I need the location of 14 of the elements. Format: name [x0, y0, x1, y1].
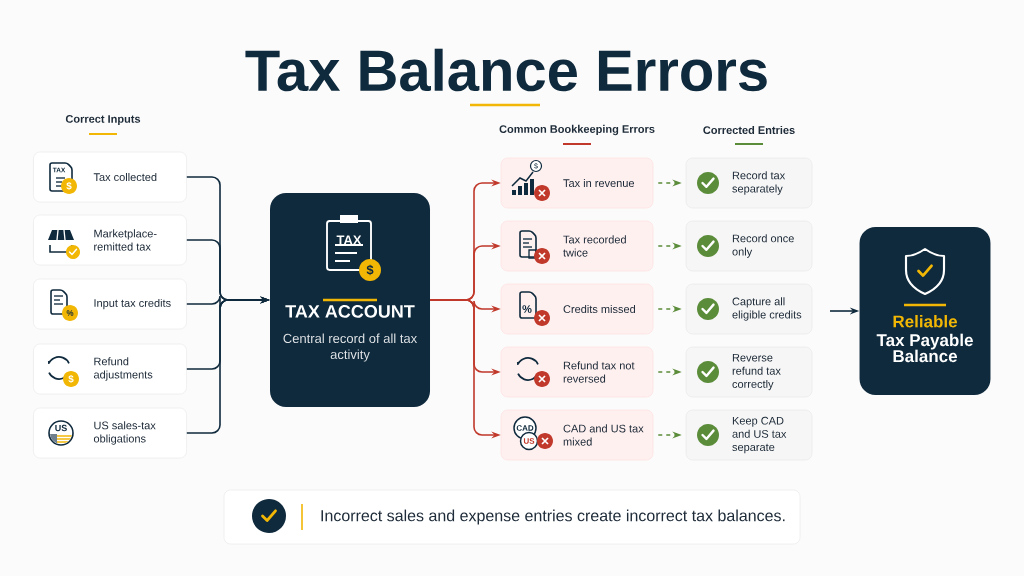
column-heading: Common Bookkeeping Errors — [499, 124, 655, 136]
note-banner: Incorrect sales and expense entries create incorrect tax balances. — [223, 489, 801, 545]
error-card: Refund tax not reversed — [500, 346, 654, 398]
corrected-entry-card: Keep CAD and US tax separate — [685, 409, 813, 461]
result-panel: Reliable Tax Payable Balance — [859, 227, 991, 395]
corrected-entry-card: Capture all eligible credits — [685, 283, 813, 335]
column-heading: Corrected Entries — [703, 125, 795, 135]
corrected-entry-card: Record once only — [685, 220, 813, 272]
title: Tax Balance Errors — [245, 48, 767, 92]
column-heading: Correct Inputs — [65, 115, 141, 125]
corrected-entry-card: Record tax separately — [685, 157, 813, 209]
input-card: Marketplace-remitted tax — [33, 214, 187, 266]
corrected-entry-card: Reverse refund tax correctly — [685, 346, 813, 398]
error-card: Tax recorded twice — [500, 220, 654, 272]
